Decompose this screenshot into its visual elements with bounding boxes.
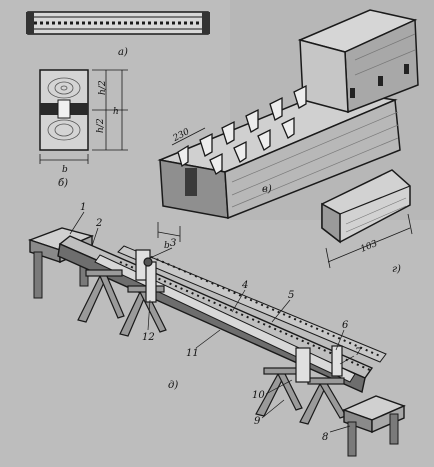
panel-b-section (39, 69, 128, 164)
panel-v-label: в) (262, 184, 272, 195)
callout-11: 11 (186, 348, 199, 359)
panel-g-label: г) (392, 264, 401, 275)
callout-4: 4 (241, 280, 248, 291)
callout-10: 10 (252, 390, 265, 401)
callout-9: 9 (254, 416, 261, 427)
dim-b-section: b (62, 165, 68, 175)
panel-v-beam (157, 9, 419, 242)
dim-b-beam: b (164, 241, 170, 251)
callout-7: 7 (355, 347, 362, 358)
callout-2: 2 (95, 218, 102, 229)
panel-a-label: а) (118, 47, 128, 58)
panel-a-bar (26, 11, 210, 35)
callout-1: 1 (80, 202, 86, 213)
callout-3: 3 (170, 238, 176, 249)
dim-h-half-top: h/2 (98, 80, 108, 95)
dim-h: h (113, 107, 119, 117)
panel-b-label: б) (58, 178, 68, 189)
panel-g-insert (321, 169, 413, 269)
panel-d-jig (27, 211, 406, 457)
panel-d-label: д) (168, 380, 178, 391)
callout-12: 12 (142, 332, 155, 343)
callout-8: 8 (322, 432, 328, 443)
callout-5: 5 (288, 290, 294, 301)
callout-6: 6 (342, 320, 349, 331)
dim-h-half-bottom: h/2 (96, 118, 106, 133)
